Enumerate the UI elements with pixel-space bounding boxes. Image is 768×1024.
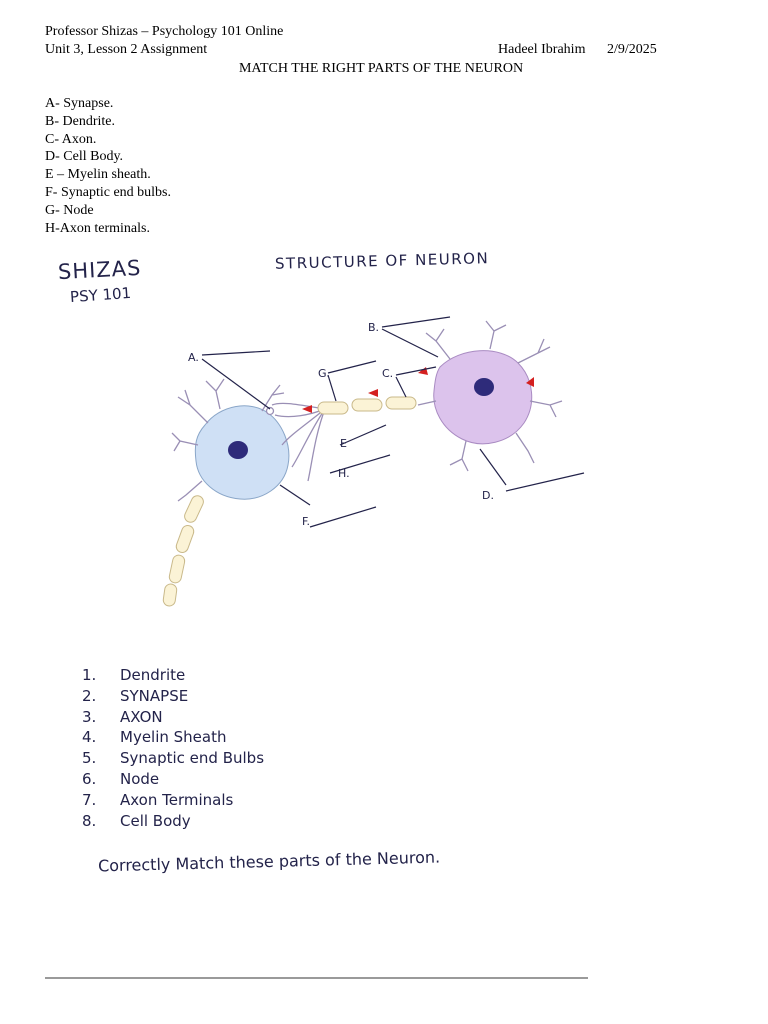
label-f: F. (302, 515, 310, 528)
dendrites-left (171, 378, 285, 502)
course-line: Professor Shizas – Psychology 101 Online (45, 24, 284, 39)
cell-body-right (433, 350, 533, 445)
answer-text: Myelin Sheath (120, 728, 227, 747)
handwritten-answers: 1. Dendrite 2. SYNAPSE 3. AXON 4. Myelin She… (82, 665, 264, 831)
list-item: D- Cell Body. (45, 149, 124, 165)
answer-number: 3. (82, 707, 97, 726)
answer-number: 1. (82, 666, 97, 684)
list-item: C- Axon. (45, 131, 97, 147)
label-e: E (340, 437, 347, 450)
list-item: 7. Axon Terminals (82, 790, 264, 811)
answer-text: Cell Body (120, 811, 191, 830)
label-c: C. (382, 367, 393, 380)
label-g: G. (318, 367, 330, 380)
answer-number: 2. (82, 686, 97, 705)
bottom-divider (45, 977, 588, 979)
list-item: F- Synaptic end bulbs. (45, 184, 171, 200)
assignment-date: 2/9/2025 (607, 42, 657, 57)
label-d: D. (482, 489, 494, 502)
neuron-diagram: A. B. C. D. E F. G. H. (162, 316, 585, 607)
cell-body-left (194, 405, 290, 500)
dendrites-right (417, 320, 563, 472)
list-item: G- Node (45, 202, 94, 218)
nucleus-right (474, 378, 494, 396)
list-item: 8. Cell Body (82, 811, 264, 832)
label-a: A. (188, 351, 199, 364)
answer-number: 6. (82, 769, 97, 788)
assignment-title: MATCH THE RIGHT PARTS OF THE NEURON (238, 61, 524, 76)
list-item: 4. Myelin Sheath (82, 727, 264, 748)
answer-number: 4. (82, 728, 97, 747)
signal-arrows (302, 367, 534, 413)
answer-number: 8. (82, 811, 97, 830)
label-lines (201, 316, 585, 528)
list-item: E – Myelin sheath. (45, 167, 151, 183)
answer-text: Dendrite (120, 666, 186, 684)
answer-text: Node (120, 769, 160, 788)
answer-number: 5. (82, 749, 97, 768)
list-item: 2. SYNAPSE (82, 686, 264, 707)
answer-text: AXON (120, 707, 163, 726)
unit-line: Unit 3, Lesson 2 Assignment (45, 42, 208, 57)
handwritten-name: SHIZAS (57, 255, 142, 285)
list-item: A- Synapse. (45, 96, 114, 111)
diagram-heading: STRUCTURE OF NEURON (274, 249, 490, 273)
myelin-sheath-lower (162, 495, 204, 607)
list-item: 6. Node (82, 769, 264, 790)
neuron-parts-list: A- Synapse. B- Dendrite. C- Axon. D- Cel… (45, 95, 171, 237)
label-b: B. (368, 321, 379, 334)
list-item: 1. Dendrite (82, 665, 264, 686)
answer-number: 7. (82, 790, 97, 809)
list-item: H-Axon terminals. (45, 220, 150, 236)
list-item: 5. Synaptic end Bulbs (82, 748, 264, 769)
handwritten-instruction: Correctly Match these parts of the Neuro… (97, 847, 441, 876)
nucleus-left (228, 441, 248, 459)
student-name: Hadeel Ibrahim (498, 42, 586, 57)
myelin-sheath-upper (317, 396, 417, 415)
list-item: 3. AXON (82, 707, 264, 728)
answer-text: Axon Terminals (120, 790, 234, 809)
answer-text: SYNAPSE (120, 686, 189, 705)
list-item: B- Dendrite. (45, 113, 115, 129)
label-h: H. (338, 467, 350, 480)
handwritten-course: PSY 101 (69, 283, 132, 307)
answer-text: Synaptic end Bulbs (120, 749, 265, 768)
